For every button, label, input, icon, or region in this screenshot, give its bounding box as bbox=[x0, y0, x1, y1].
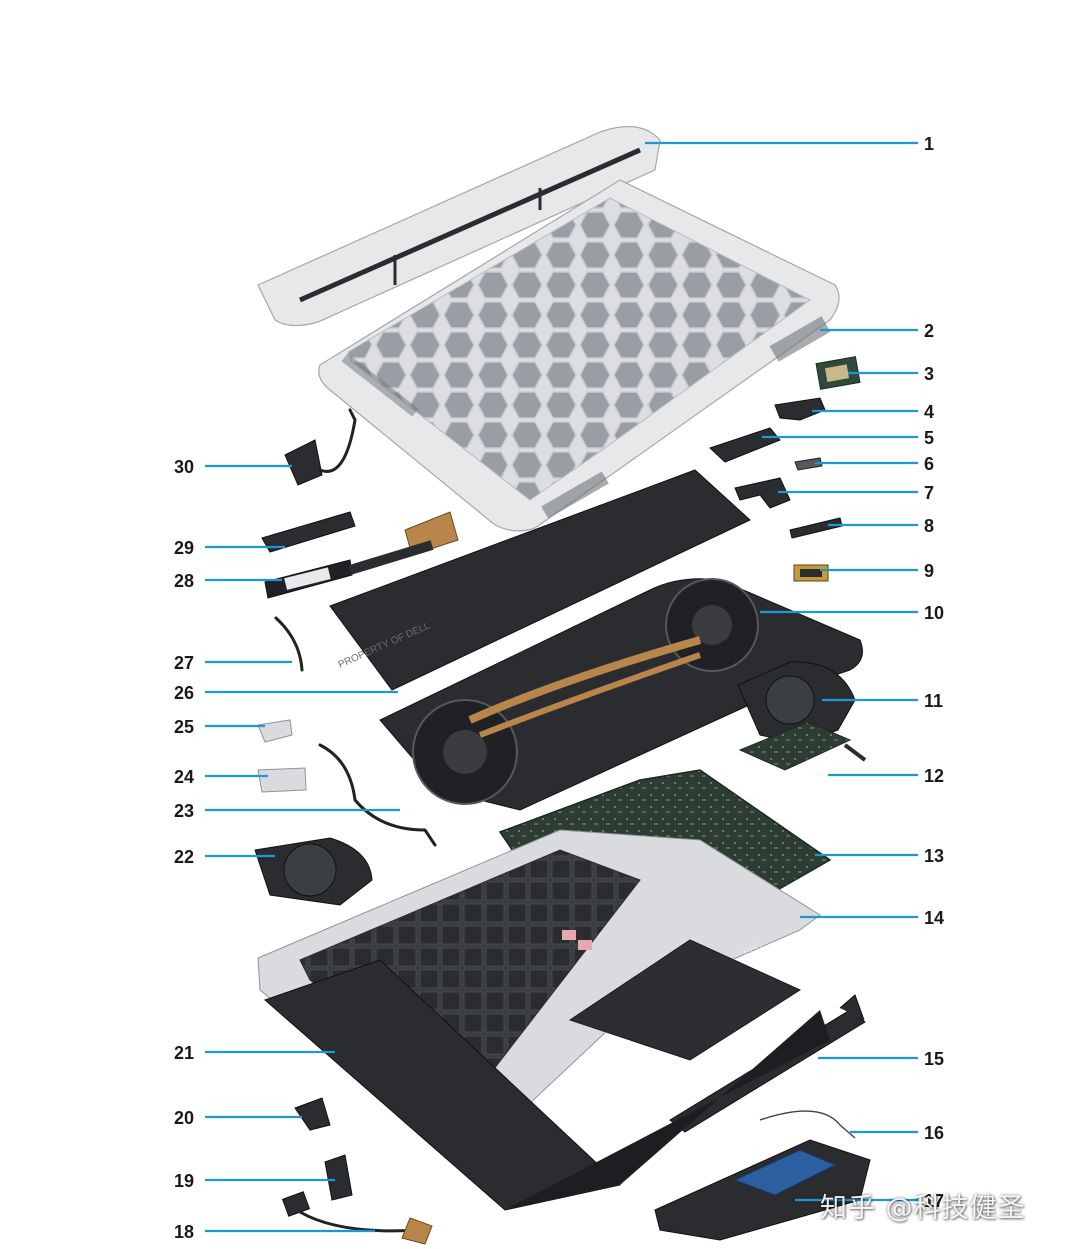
callout-number-29: 29 bbox=[174, 538, 194, 558]
watermark-text: 知乎 @科技健圣 bbox=[820, 1193, 1026, 1224]
callout-number-5: 5 bbox=[924, 428, 934, 448]
callout-number-12: 12 bbox=[924, 766, 944, 786]
callout-numbers: 1 2 3 4 5 6 7 8 9 10 11 12 13 14 15 16 1… bbox=[174, 134, 944, 1242]
callout-number-9: 9 bbox=[924, 561, 934, 581]
part-io-board bbox=[348, 511, 459, 575]
callout-number-16: 16 bbox=[924, 1123, 944, 1143]
part-bracket-8 bbox=[789, 517, 843, 539]
callout-number-19: 19 bbox=[174, 1171, 194, 1191]
part-bracket-5 bbox=[709, 427, 781, 463]
part-io-connector bbox=[793, 564, 829, 582]
callout-number-20: 20 bbox=[174, 1108, 194, 1128]
callout-number-3: 3 bbox=[924, 364, 934, 384]
leader-lines bbox=[205, 141, 918, 1233]
part-fan-right bbox=[737, 661, 856, 740]
callout-number-26: 26 bbox=[174, 683, 194, 703]
part-wlan-card bbox=[815, 356, 861, 390]
part-clip-6 bbox=[794, 457, 823, 471]
callout-number-22: 22 bbox=[174, 847, 194, 867]
part-cable-27 bbox=[274, 616, 304, 672]
callout-number-8: 8 bbox=[924, 516, 934, 536]
part-cable-30 bbox=[284, 408, 357, 486]
callout-number-6: 6 bbox=[924, 454, 934, 474]
callout-number-14: 14 bbox=[924, 908, 944, 928]
callout-number-15: 15 bbox=[924, 1049, 944, 1069]
callout-number-18: 18 bbox=[174, 1222, 194, 1242]
part-bracket-25 bbox=[257, 719, 293, 743]
callout-number-30: 30 bbox=[174, 457, 194, 477]
part-hinge-24 bbox=[257, 767, 307, 793]
callout-number-23: 23 bbox=[174, 801, 194, 821]
callout-number-11: 11 bbox=[924, 691, 943, 711]
callout-number-17: 17 bbox=[924, 1191, 944, 1211]
callout-number-2: 2 bbox=[924, 321, 934, 341]
part-daughter-board bbox=[738, 721, 867, 771]
part-port-20 bbox=[294, 1097, 331, 1131]
part-fan-left bbox=[254, 837, 373, 906]
part-wlan-bracket bbox=[774, 397, 826, 421]
part-bracket-7 bbox=[734, 477, 791, 509]
callout-number-10: 10 bbox=[924, 603, 944, 623]
callout-number-7: 7 bbox=[924, 483, 934, 503]
part-cable-23 bbox=[318, 743, 437, 847]
callout-number-13: 13 bbox=[924, 846, 944, 866]
callout-number-24: 24 bbox=[174, 767, 194, 787]
callout-number-1: 1 bbox=[924, 134, 934, 154]
part-ssd bbox=[264, 559, 353, 599]
part-panel-21 bbox=[264, 959, 830, 1211]
callout-number-4: 4 bbox=[924, 402, 934, 422]
part-heatsink bbox=[379, 578, 863, 811]
callout-number-25: 25 bbox=[174, 717, 194, 737]
part-power-jack bbox=[281, 1191, 433, 1245]
part-cable-16 bbox=[759, 1110, 856, 1139]
part-connector-19 bbox=[324, 1154, 353, 1201]
callout-number-27: 27 bbox=[174, 653, 194, 673]
callout-number-21: 21 bbox=[174, 1043, 194, 1063]
part-base-cover bbox=[318, 179, 840, 532]
part-hinge-cover bbox=[257, 126, 661, 327]
callout-number-28: 28 bbox=[174, 571, 194, 591]
